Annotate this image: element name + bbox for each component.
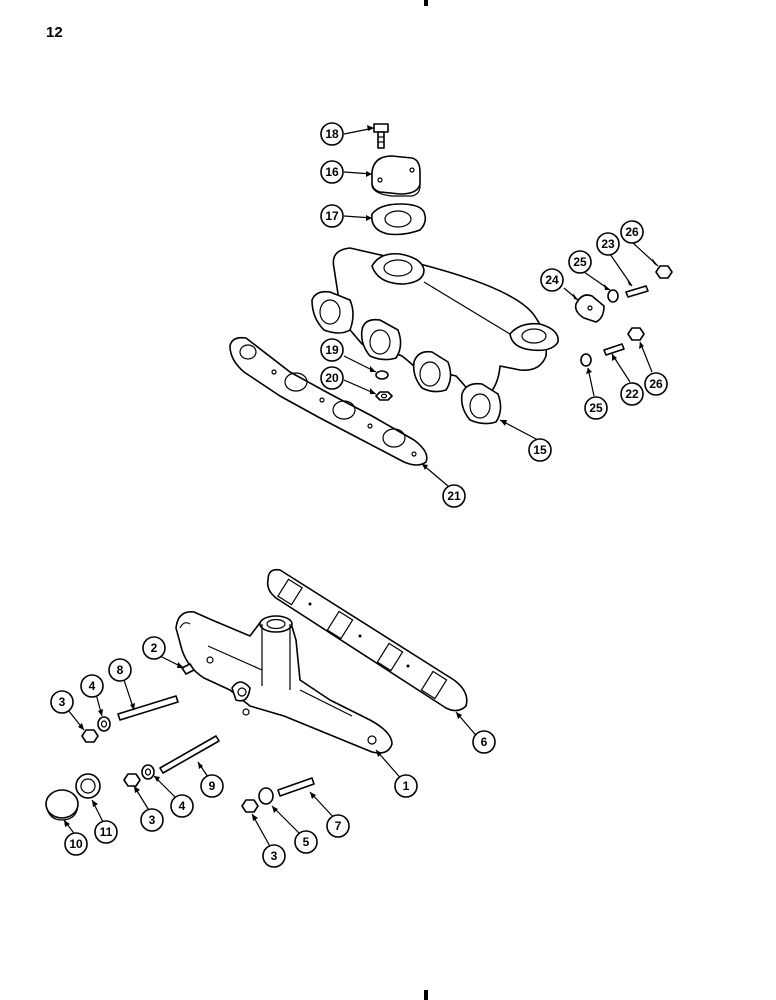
svg-text:26: 26 [649, 377, 663, 391]
callout-16: 16 [320, 160, 344, 184]
upper-manifold-assembly [229, 123, 673, 466]
svg-text:1: 1 [403, 779, 410, 793]
callout-26-upper: 26 [620, 220, 644, 244]
washer-19 [375, 370, 389, 380]
svg-text:7: 7 [335, 819, 342, 833]
callouts: 18 16 17 26 23 25 24 19 20 25 22 26 15 2… [50, 122, 668, 868]
leader-lines [63, 125, 659, 851]
callout-7: 7 [326, 814, 350, 838]
callout-11: 11 [94, 820, 118, 844]
callout-23: 23 [596, 232, 620, 256]
nut-26-lower [627, 327, 645, 341]
svg-text:3: 3 [271, 849, 278, 863]
callout-3-left: 3 [50, 690, 74, 714]
nut-26-upper [655, 265, 673, 279]
callout-4-left: 4 [80, 674, 104, 698]
callout-6: 6 [472, 730, 496, 754]
plate-24 [574, 294, 605, 323]
callout-21: 21 [442, 484, 466, 508]
callout-22: 22 [620, 382, 644, 406]
svg-text:6: 6 [481, 735, 488, 749]
callout-3-middle: 3 [140, 808, 164, 832]
washer-5 [258, 787, 274, 805]
callout-4-middle: 4 [170, 794, 194, 818]
cap-10 [45, 789, 79, 821]
svg-text:22: 22 [625, 387, 639, 401]
svg-text:24: 24 [545, 273, 559, 287]
callout-5: 5 [294, 830, 318, 854]
callout-3-lower: 3 [262, 844, 286, 868]
svg-text:5: 5 [303, 835, 310, 849]
stud-9 [159, 735, 220, 774]
callout-9: 9 [200, 774, 224, 798]
gasket-17 [371, 203, 427, 236]
washer-4-left [97, 716, 111, 732]
callout-25-upper: 25 [568, 250, 592, 274]
washer-4-middle [141, 764, 155, 780]
svg-text:10: 10 [69, 837, 83, 851]
callout-18: 18 [320, 122, 344, 146]
svg-text:3: 3 [149, 813, 156, 827]
callout-15: 15 [528, 438, 552, 462]
bolt-18 [373, 123, 389, 149]
stud-22 [603, 343, 625, 356]
callout-25-lower: 25 [584, 396, 608, 420]
top-page-mark [424, 0, 428, 6]
svg-text:23: 23 [601, 237, 615, 251]
callout-19: 19 [320, 338, 344, 362]
svg-text:16: 16 [325, 165, 339, 179]
svg-text:17: 17 [325, 209, 339, 223]
callout-1: 1 [394, 774, 418, 798]
nut-3-middle [123, 773, 141, 787]
svg-text:2: 2 [151, 641, 158, 655]
stud-7 [277, 777, 315, 797]
nut-3-lower [241, 799, 259, 813]
manifold-gasket-21 [229, 336, 428, 466]
page-number: 12 [46, 24, 63, 41]
washer-25-lower [580, 353, 592, 367]
svg-text:25: 25 [573, 255, 587, 269]
lower-manifold-assembly [45, 568, 468, 821]
callout-20: 20 [320, 366, 344, 390]
manifold-gasket-6 [266, 568, 468, 712]
svg-text:8: 8 [117, 663, 124, 677]
svg-text:4: 4 [89, 679, 96, 693]
callout-17: 17 [320, 204, 344, 228]
svg-text:11: 11 [100, 825, 113, 839]
intake-manifold-1 [175, 611, 393, 754]
stud-8 [117, 695, 179, 721]
callout-2: 2 [142, 636, 166, 660]
callout-26-lower: 26 [644, 372, 668, 396]
stud-23 [625, 285, 649, 298]
nut-3-left [81, 729, 99, 743]
nut-20 [375, 391, 393, 401]
svg-text:21: 21 [447, 489, 461, 503]
svg-text:25: 25 [589, 401, 603, 415]
bottom-page-mark [424, 990, 428, 1000]
svg-text:9: 9 [209, 779, 216, 793]
exhaust-manifold-15 [311, 247, 559, 425]
svg-text:26: 26 [625, 225, 639, 239]
plug-2 [181, 663, 195, 675]
callout-24: 24 [540, 268, 564, 292]
ring-11 [75, 773, 101, 799]
cover-plate-16 [371, 155, 421, 197]
svg-text:19: 19 [325, 343, 339, 357]
svg-text:3: 3 [59, 695, 66, 709]
svg-text:15: 15 [533, 443, 547, 457]
svg-text:20: 20 [325, 371, 339, 385]
callout-10: 10 [64, 832, 88, 856]
svg-text:4: 4 [179, 799, 186, 813]
washer-25-upper [607, 289, 619, 303]
svg-text:18: 18 [325, 127, 339, 141]
callout-8: 8 [108, 658, 132, 682]
